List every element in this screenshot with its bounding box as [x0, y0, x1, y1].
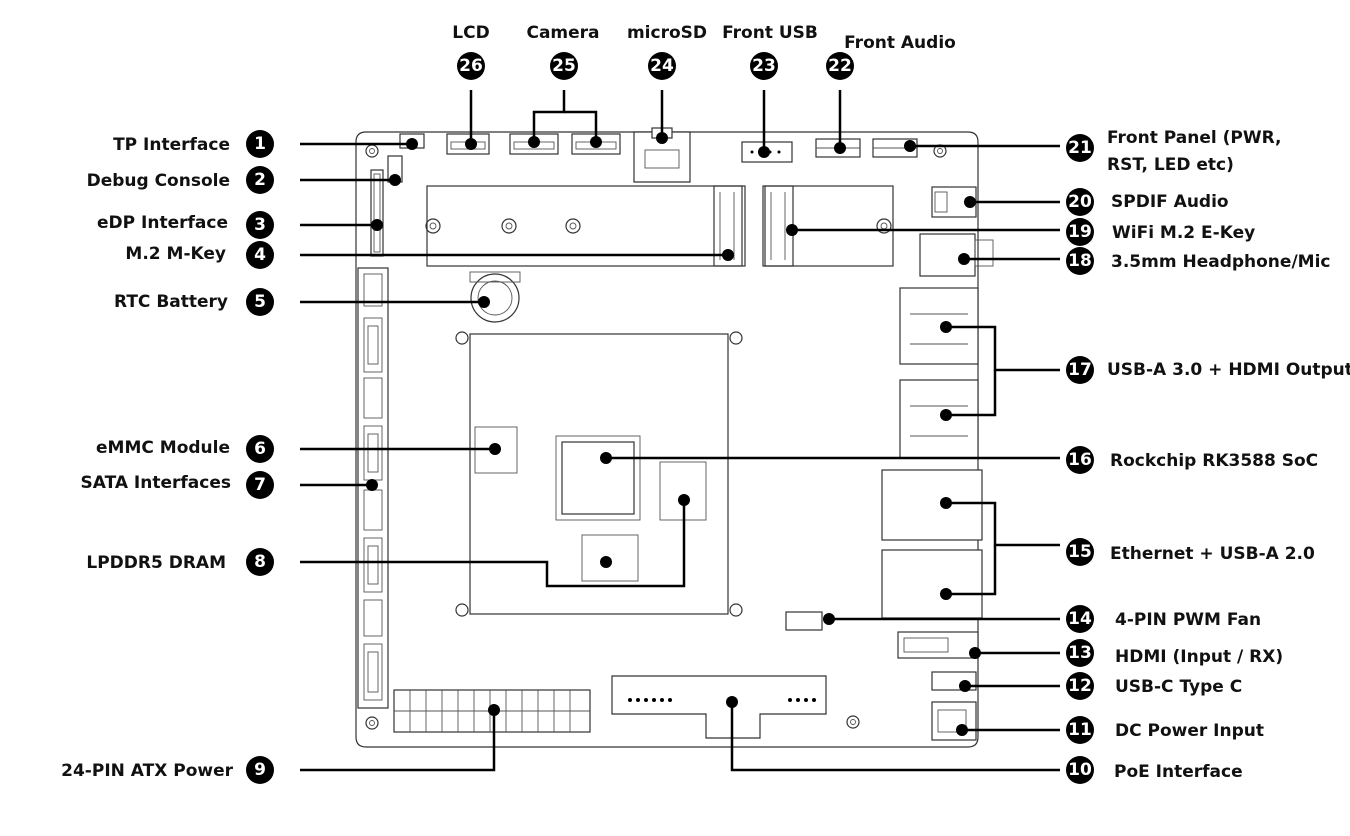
callout-number: 25 [552, 56, 576, 76]
callout-22: 22 Front Audio [826, 33, 956, 80]
callout-number: 4 [254, 245, 266, 265]
leader-lines [300, 90, 1060, 772]
callout-number: 18 [1068, 251, 1092, 271]
callout-2: 2 Debug Console [87, 166, 274, 194]
callout-25: 25 Camera [526, 23, 600, 80]
callout-number: 16 [1068, 450, 1092, 470]
callout-number: 19 [1068, 222, 1092, 242]
sata-column [357, 267, 389, 709]
callout-10: 10 PoE Interface [1066, 756, 1243, 784]
callout-8: 8 LPDDR5 DRAM [86, 548, 274, 576]
callout-number: 8 [254, 552, 266, 572]
callout-label: PoE Interface [1114, 762, 1243, 782]
callout-label: TP Interface [113, 135, 230, 155]
callout-number: 15 [1068, 542, 1092, 562]
callout-label: USB-A 3.0 + HDMI Output [1107, 360, 1350, 380]
callout-label-line2: RST, LED etc) [1107, 155, 1234, 175]
callout-label: LPDDR5 DRAM [86, 553, 226, 573]
callout-label: Front Audio [844, 33, 956, 53]
callout-24: 24 microSD [627, 23, 707, 80]
callout-label: eDP Interface [97, 213, 228, 233]
poe-connector [611, 675, 827, 739]
soc-module [455, 331, 743, 617]
m2-slots [425, 185, 894, 267]
callout-label: Ethernet + USB-A 2.0 [1110, 544, 1315, 564]
callout-20: 20 SPDIF Audio [1066, 188, 1229, 216]
callout-number: 26 [459, 56, 483, 76]
callout-label: USB-C Type C [1115, 677, 1242, 697]
board-outline [355, 131, 979, 748]
callout-number: 1 [254, 134, 266, 154]
callout-3: 3 eDP Interface [97, 211, 274, 239]
callout-12: 12 USB-C Type C [1066, 672, 1242, 700]
callout-label: 4-PIN PWM Fan [1115, 610, 1261, 630]
callout-13: 13 HDMI (Input / RX) [1066, 639, 1283, 667]
callout-label: microSD [627, 23, 707, 43]
callout-label: Debug Console [87, 171, 230, 191]
callout-label: Rockchip RK3588 SoC [1110, 451, 1318, 471]
callout-number: 9 [254, 760, 266, 780]
callout-label: RTC Battery [114, 292, 228, 312]
callout-label: DC Power Input [1115, 721, 1264, 741]
callout-number: 6 [254, 439, 266, 459]
callout-label: eMMC Module [96, 438, 230, 458]
callout-label: M.2 M-Key [125, 244, 226, 264]
callout-number: 20 [1068, 192, 1092, 212]
callout-label: Front USB [722, 23, 818, 43]
callout-number: 14 [1068, 609, 1092, 629]
callout-7: 7 SATA Interfaces [81, 471, 274, 499]
callout-4: 4 M.2 M-Key [125, 241, 274, 269]
callout-label: SATA Interfaces [81, 473, 232, 493]
callout-18: 18 3.5mm Headphone/Mic [1066, 247, 1330, 275]
callout-number: 13 [1068, 643, 1092, 663]
callout-5: 5 RTC Battery [114, 288, 274, 316]
callout-number: 22 [828, 56, 852, 76]
callout-21: 21 Front Panel (PWR, RST, LED etc) [1066, 128, 1281, 175]
callout-number: 2 [254, 170, 266, 190]
callout-number: 21 [1068, 138, 1092, 158]
callout-number: 23 [752, 56, 776, 76]
callout-number: 7 [254, 475, 266, 495]
callout-11: 11 DC Power Input [1066, 716, 1264, 744]
callout-number: 3 [254, 215, 266, 235]
callout-19: 19 WiFi M.2 E-Key [1066, 218, 1255, 246]
callout-14: 14 4-PIN PWM Fan [1066, 605, 1261, 633]
callout-number: 12 [1068, 676, 1092, 696]
callout-15: 15 Ethernet + USB-A 2.0 [1066, 538, 1315, 566]
callout-number: 17 [1068, 360, 1092, 380]
callout-label: SPDIF Audio [1111, 192, 1229, 212]
callout-17: 17 USB-A 3.0 + HDMI Output [1066, 356, 1350, 384]
board [355, 127, 994, 748]
callout-label: 3.5mm Headphone/Mic [1111, 252, 1330, 272]
callout-label: Camera [526, 23, 599, 43]
rtc-battery [469, 271, 521, 323]
callout-label: 24-PIN ATX Power [61, 761, 233, 781]
callout-label: WiFi M.2 E-Key [1112, 223, 1255, 243]
callout-9: 9 24-PIN ATX Power [61, 756, 274, 784]
callout-label: HDMI (Input / RX) [1115, 647, 1283, 667]
callout-26: 26 LCD [452, 23, 490, 80]
callout-label: LCD [452, 23, 489, 43]
callout-16: 16 Rockchip RK3588 SoC [1066, 446, 1318, 474]
callout-1: 1 TP Interface [113, 130, 274, 158]
callout-label: Front Panel (PWR, [1107, 128, 1281, 148]
callout-23: 23 Front USB [722, 23, 818, 80]
callout-number: 11 [1068, 720, 1092, 740]
callout-6: 6 eMMC Module [96, 435, 274, 463]
callout-number: 24 [650, 56, 674, 76]
callout-number: 10 [1068, 760, 1092, 780]
callout-number: 5 [254, 292, 266, 312]
